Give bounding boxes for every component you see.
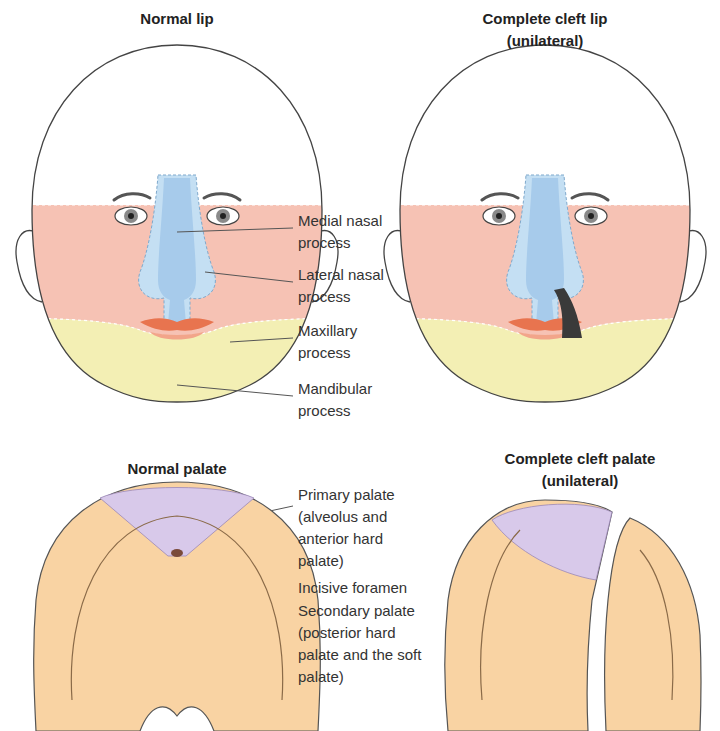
cleft-face [368,45,720,420]
part-label: Secondary palate (posterior hard palate … [298,600,426,688]
panel-title: Complete cleft lip (unilateral) [465,8,625,52]
part-label: Incisive foramen [298,577,428,599]
normal-palate [34,482,321,731]
part-label: Maxillary process [298,320,403,364]
panel-title: Complete cleft palate (unilateral) [492,448,668,492]
part-label: Primary palate (alveolus and anterior ha… [298,484,413,572]
cleft-palate [445,500,701,731]
part-label: Mandibular process [298,378,403,422]
normal-face [0,45,360,420]
panel-title: Normal lip [77,8,277,30]
part-label: Medial nasal process [298,210,403,254]
panel-title: Normal palate [77,458,277,480]
part-label: Lateral nasal process [298,264,403,308]
